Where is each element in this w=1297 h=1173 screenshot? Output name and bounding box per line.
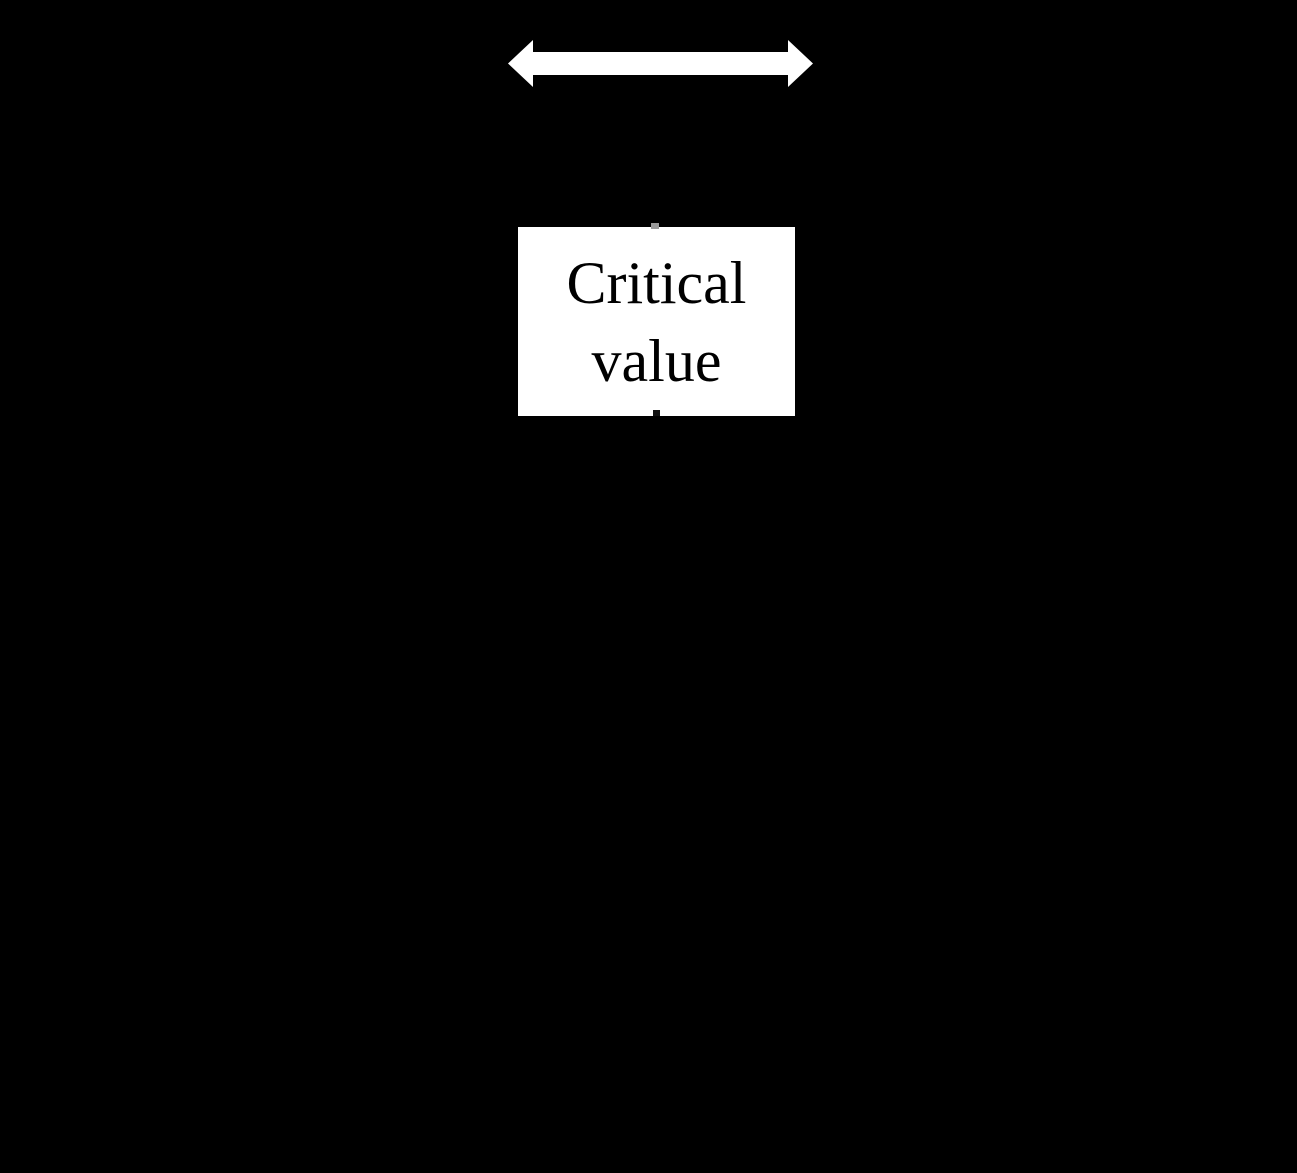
critical-value-label-line1: Critical [566,249,747,316]
critical-value-line-bottom-stub [653,410,660,416]
critical-value-label-line2: value [591,327,722,394]
double-headed-horizontal-arrow-icon [508,40,813,87]
critical-value-label: Critical value [518,227,795,416]
critical-value-line-top-stub [651,223,659,229]
